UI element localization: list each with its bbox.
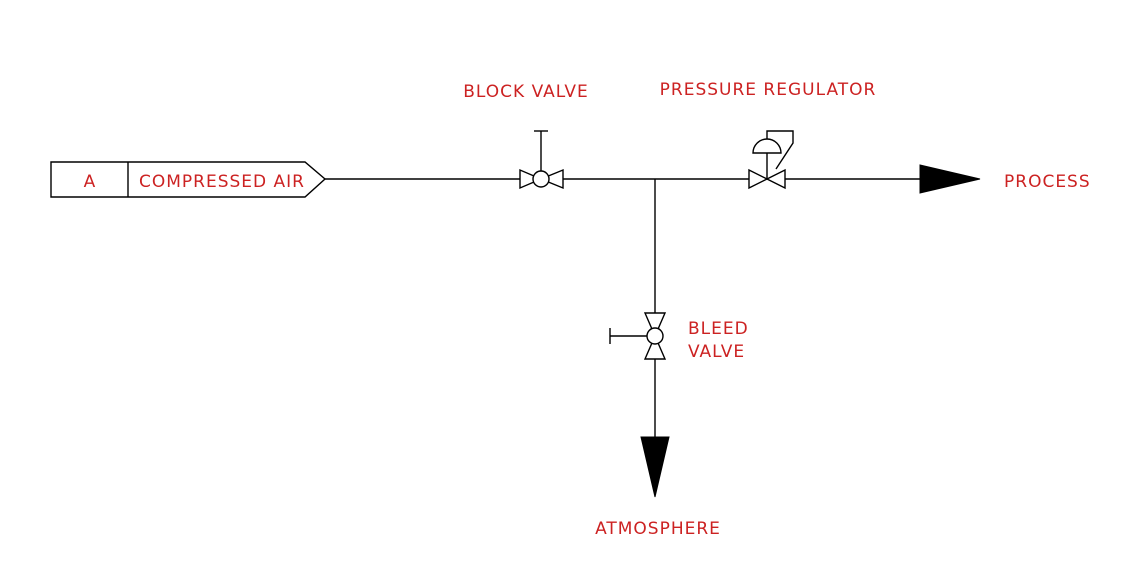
off-page-connector: A COMPRESSED AIR [50,161,327,198]
atmosphere-label: ATMOSPHERE [595,519,721,539]
process-arrow [919,164,981,194]
pressure-regulator-symbol [748,130,794,190]
atmosphere-arrow [640,436,670,498]
block-valve-label: BLOCK VALVE [463,82,588,102]
process-label: PROCESS [1004,172,1091,192]
bleed-valve-label-line2: VALVE [688,342,745,362]
block-valve-symbol [519,130,564,190]
connector-label: COMPRESSED AIR [139,172,305,192]
pressure-regulator-label: PRESSURE REGULATOR [660,80,877,100]
bleed-valve-label-line1: BLEED [688,319,749,339]
bleed-valve-symbol [609,312,667,360]
connector-id: A [84,172,97,192]
